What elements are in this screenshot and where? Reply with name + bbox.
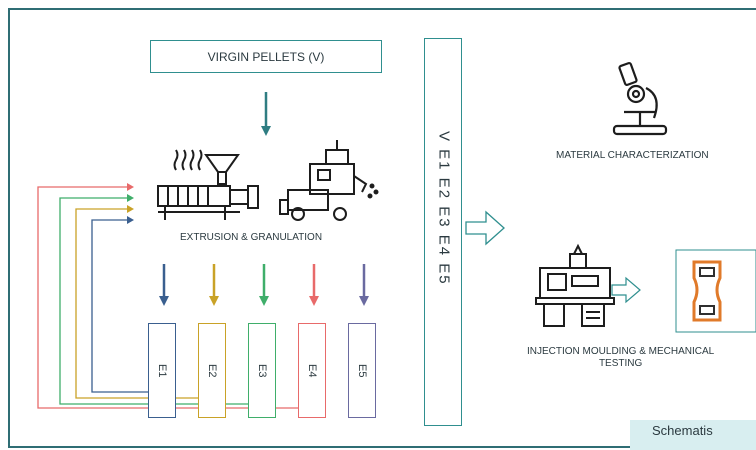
extrusion-box-label: E5 — [356, 363, 368, 378]
hollow-arrow-right — [465, 210, 505, 246]
loop-e2 — [75, 208, 210, 399]
down-arrowhead-e4 — [309, 296, 319, 306]
injection-moulding-label: INJECTION MOULDING & MECHANICAL TESTING — [527, 346, 714, 370]
extrusion-box-label: E4 — [306, 363, 318, 378]
dogbone-specimen-icon — [675, 249, 756, 333]
loop-e1-arrowhead — [127, 216, 134, 224]
virgin-pellets-label: VIRGIN PELLETS (V) — [207, 49, 325, 64]
small-hollow-arrow — [611, 276, 641, 304]
extrusion-box-label: E1 — [156, 363, 168, 378]
granulator-icon — [279, 140, 379, 221]
down-arrowhead-e2 — [209, 296, 219, 306]
down-arrowhead-e1 — [159, 296, 169, 306]
injection-label-line1: INJECTION MOULDING & MECHANICAL — [527, 346, 715, 357]
caption-text: Schematis — [652, 423, 713, 438]
loop-e2-arrowhead — [127, 205, 134, 213]
material-characterization-label: MATERIAL CHARACTERIZATION — [556, 150, 709, 161]
extrusion-box-e1: E1 — [148, 323, 176, 418]
down-arrowhead-e5 — [359, 296, 369, 306]
sample-list-text: V E1 E2 E3 E4 E5 — [435, 131, 453, 286]
virgin-pellets-box: VIRGIN PELLETS (V) — [150, 40, 382, 73]
extrusion-label: EXTRUSION & GRANULATION — [180, 232, 323, 243]
extrusion-box-e2: E2 — [198, 323, 226, 418]
extrusion-box-e4: E4 — [298, 323, 326, 418]
caption-box: Schematis — [630, 420, 756, 450]
extruder-icon — [157, 149, 259, 220]
virgin-down-arrowhead — [261, 126, 271, 136]
loop-e4-arrowhead — [127, 183, 134, 191]
down-arrowhead-e3 — [259, 296, 269, 306]
extrusion-box-label: E2 — [206, 363, 218, 378]
injection-moulding-icon — [535, 243, 615, 327]
microscope-icon — [612, 62, 668, 136]
extrusion-box-label: E3 — [256, 363, 268, 378]
loop-e1 — [91, 219, 160, 393]
loop-e3-arrowhead — [127, 194, 134, 202]
extrusion-box-e5: E5 — [348, 323, 376, 418]
extrusion-box-e3: E3 — [248, 323, 276, 418]
injection-label-line2: TESTING — [598, 358, 643, 369]
sample-list-box: V E1 E2 E3 E4 E5 — [424, 38, 462, 426]
